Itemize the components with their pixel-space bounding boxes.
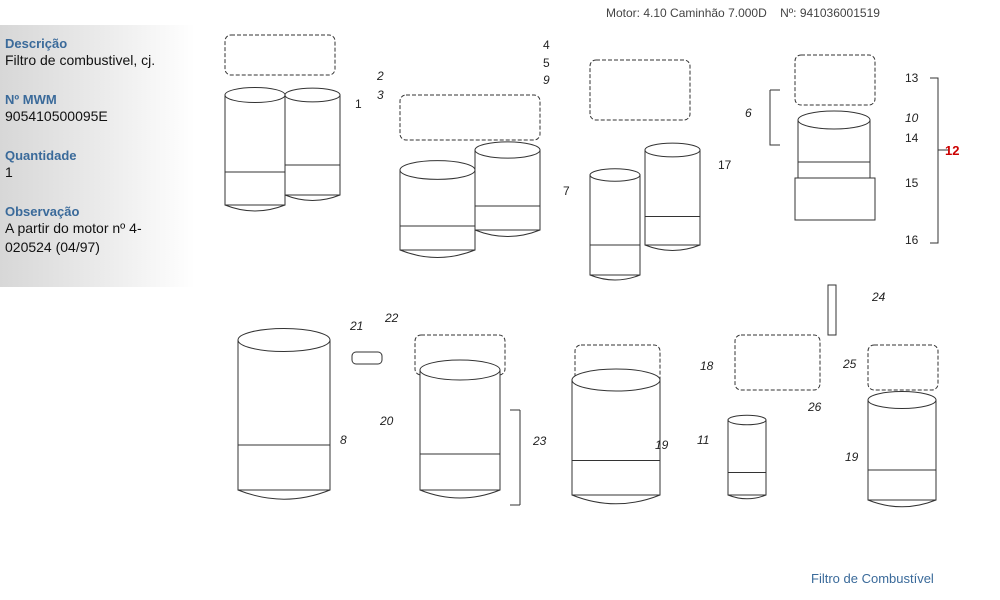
callout-11[interactable]: 11: [697, 433, 709, 447]
callout-22[interactable]: 22: [384, 311, 399, 325]
filter-bowl: [794, 177, 876, 221]
callout-13[interactable]: 13: [905, 71, 919, 85]
quantity-label: Quantidade: [5, 148, 77, 163]
callout-10[interactable]: 10: [905, 111, 919, 125]
motor-label: Motor: 4.10 Caminhão 7.000D: [606, 6, 767, 20]
callout-2[interactable]: 2: [376, 69, 384, 83]
filter-cartridge: [644, 142, 701, 251]
callout-12[interactable]: 12: [945, 143, 959, 158]
callout-9[interactable]: 9: [543, 73, 550, 87]
filter-cartridge-19: [867, 391, 937, 508]
part-number-label: Nº: 941036001519: [780, 6, 880, 20]
filter-head-3: [794, 54, 876, 106]
filter-cartridge: [797, 110, 871, 188]
filter-cartridge: [589, 168, 641, 281]
callout-17[interactable]: 17: [718, 158, 732, 172]
filter-cartridge-8: [237, 328, 331, 500]
callout-15[interactable]: 15: [905, 176, 919, 190]
callout-18[interactable]: 18: [700, 359, 714, 373]
callout-25[interactable]: 25: [842, 357, 857, 371]
observation-label: Observação: [5, 204, 80, 219]
callout-19[interactable]: 19: [845, 450, 859, 464]
callout-26[interactable]: 26: [807, 400, 822, 414]
callout-7[interactable]: 7: [563, 184, 570, 198]
filter-cartridge: [474, 141, 541, 237]
callout-24[interactable]: 24: [871, 290, 886, 304]
callout-3[interactable]: 3: [377, 88, 384, 102]
page-header: Motor: 4.10 Caminhão 7.000D Nº: 94103600…: [606, 6, 890, 20]
filter-head-dashed: [589, 59, 691, 121]
tube: [827, 284, 837, 336]
quantity-value: 1: [5, 164, 13, 180]
callout-8[interactable]: 8: [340, 433, 347, 447]
callout-16[interactable]: 16: [905, 233, 919, 247]
callout-19[interactable]: 19: [655, 438, 669, 452]
mwm-number-value: 905410500095E: [5, 108, 108, 124]
filter-head-2: [399, 94, 541, 141]
mwm-number-label: Nº MWM: [5, 92, 57, 107]
callout-21[interactable]: 21: [349, 319, 363, 333]
observation-value: A partir do motor nº 4-020524 (04/97): [5, 220, 142, 255]
description-label: Descrição: [5, 36, 68, 51]
filter-cartridge: [224, 87, 286, 212]
callout-6[interactable]: 6: [745, 106, 752, 120]
description-value: Filtro de combustivel, cj.: [5, 52, 156, 68]
diagram-caption: Filtro de Combustível: [811, 571, 934, 586]
filter-cartridge: [399, 160, 476, 258]
filter-cartridge-11: [727, 414, 767, 500]
callout-1[interactable]: 1: [355, 97, 362, 111]
banjo-fitting: [351, 351, 383, 365]
filter-cartridge: [284, 87, 341, 201]
filter-cartridge-23: [419, 359, 501, 499]
callout-5[interactable]: 5: [543, 56, 550, 70]
details-panel: Descrição Filtro de combustivel, cj. Nº …: [0, 25, 195, 287]
callout-14[interactable]: 14: [905, 131, 919, 145]
filter-head-25: [867, 344, 939, 391]
filter-head-1: [224, 34, 336, 76]
filter-cartridge-18: [571, 368, 661, 505]
callout-4[interactable]: 4: [543, 38, 550, 52]
callout-20[interactable]: 20: [379, 414, 394, 428]
callout-23[interactable]: 23: [532, 434, 547, 448]
filter-head-dashed: [734, 334, 821, 391]
